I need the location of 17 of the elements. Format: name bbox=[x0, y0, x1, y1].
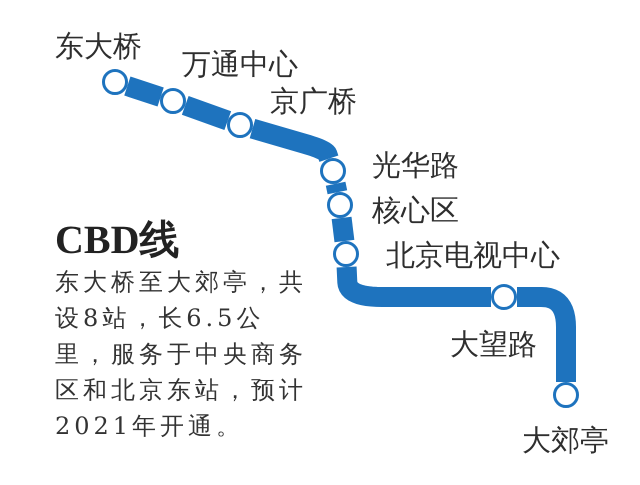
line-segment bbox=[124, 76, 164, 106]
line-segment bbox=[517, 287, 576, 382]
station-name: 东大桥 bbox=[55, 29, 142, 63]
line-segment bbox=[336, 266, 491, 307]
station-name: 京广桥 bbox=[270, 84, 357, 118]
line-description: 东大桥至大郊亭，共设8站，长6.5公里，服务于中央商务区和北京东站，预计2021年开通。 bbox=[55, 267, 308, 442]
line-segment bbox=[182, 96, 232, 130]
station-name: 大望路 bbox=[450, 327, 537, 361]
station-name: 大郊亭 bbox=[522, 423, 609, 457]
line-segment bbox=[332, 216, 354, 242]
station-name: 核心区 bbox=[372, 193, 459, 227]
line-segment bbox=[326, 182, 348, 194]
station-name: 万通中心 bbox=[182, 47, 298, 81]
line-segment bbox=[250, 119, 338, 164]
station-name: 北京电视中心 bbox=[386, 238, 560, 272]
station-name: 光华路 bbox=[372, 148, 459, 182]
line-title: CBD线 bbox=[55, 218, 180, 262]
